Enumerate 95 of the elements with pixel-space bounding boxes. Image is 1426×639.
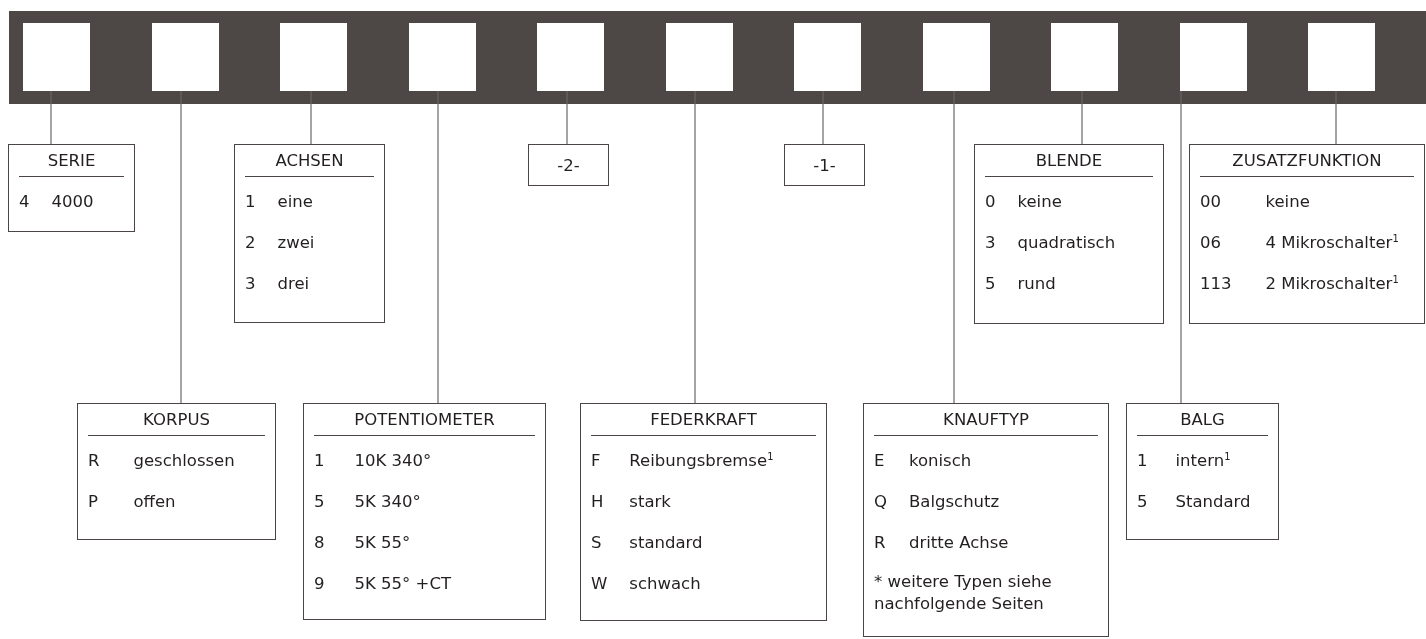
option-code: 5 [1137, 491, 1148, 513]
leader-line [180, 90, 182, 404]
option-code: R [874, 532, 887, 554]
option-code: 5 [985, 273, 996, 295]
option-description: geschlossen [133, 450, 236, 472]
code-label: -2- [556, 155, 581, 175]
option-table [234, 144, 385, 323]
option-description: 10K 340° [354, 450, 433, 472]
option-description: 5K 55° [354, 532, 412, 554]
option-code: 9 [314, 573, 325, 595]
option-code: H [591, 491, 605, 513]
option-code: P [88, 491, 99, 513]
slot-square [23, 23, 90, 91]
option-code: R [88, 450, 100, 472]
option-table [1126, 403, 1279, 540]
option-table [77, 403, 276, 540]
option-code: 2 [245, 232, 256, 254]
option-description: Reibungsbremse$^{1}$ [629, 450, 775, 472]
option-description: rund [1017, 273, 1057, 295]
slot-square [408, 23, 476, 91]
option-table [784, 144, 865, 186]
leader-line [50, 90, 52, 145]
option-code: 1 [1137, 450, 1148, 472]
option-code: 0 [985, 191, 996, 213]
option-description: 4 Mikroschalter$^{1}$ [1265, 232, 1400, 254]
option-code: 113 [1200, 273, 1232, 295]
option-code: F [591, 450, 602, 472]
slot-square [922, 23, 990, 91]
option-code: 1 [245, 191, 256, 213]
option-description: standard [629, 532, 704, 554]
option-code: W [591, 573, 608, 595]
slot-square [537, 23, 604, 91]
table-heading: KNAUFTYP [874, 410, 1098, 436]
option-description: eine [277, 191, 314, 213]
option-code: Q [874, 491, 887, 513]
option-description: dritte Achse [909, 532, 1010, 554]
slot-square [1051, 23, 1118, 91]
option-description: 4000 [51, 191, 95, 213]
leader-line [694, 90, 696, 404]
table-heading: ACHSEN [245, 151, 374, 177]
table-heading: KORPUS [88, 410, 265, 436]
option-table [863, 403, 1109, 637]
option-table [303, 403, 546, 620]
option-description: keine [1017, 191, 1063, 213]
footnote: * weitere Typen siehe nachfolgende Seiten [874, 571, 1053, 615]
slot-square [1179, 23, 1247, 91]
option-description: schwach [629, 573, 702, 595]
table-heading: FEDERKRAFT [591, 410, 816, 436]
leader-line [437, 90, 439, 404]
option-description: Balgschutz [909, 491, 1001, 513]
leader-line [310, 90, 312, 145]
option-table [8, 144, 135, 232]
option-description: 5K 340° [354, 491, 422, 513]
option-table [974, 144, 1164, 324]
table-heading: BALG [1137, 410, 1268, 436]
option-description: drei [277, 273, 311, 295]
table-heading: BLENDE [985, 151, 1153, 177]
leader-line [566, 90, 568, 145]
option-description: 2 Mikroschalter$^{1}$ [1265, 273, 1400, 295]
option-table [580, 403, 827, 621]
leader-line [953, 90, 955, 404]
option-code: S [591, 532, 603, 554]
slot-square [665, 23, 733, 91]
option-code: 1 [314, 450, 325, 472]
option-code: 8 [314, 532, 325, 554]
slot-square [1308, 23, 1375, 91]
slot-square [794, 23, 861, 91]
option-code: 06 [1200, 232, 1222, 254]
code-label: -1- [812, 155, 837, 175]
option-description: quadratisch [1017, 232, 1117, 254]
option-code: 4 [19, 191, 30, 213]
option-description: Standard [1175, 491, 1252, 513]
leader-line [1180, 90, 1182, 404]
option-code: 3 [245, 273, 256, 295]
option-description: 5K 55° +CT [354, 573, 452, 595]
table-heading: SERIE [19, 151, 124, 177]
slot-square [151, 23, 219, 91]
option-description: konisch [909, 450, 973, 472]
option-table [528, 144, 609, 186]
table-heading: POTENTIOMETER [314, 410, 535, 436]
option-description: keine [1265, 191, 1311, 213]
option-code: 5 [314, 491, 325, 513]
option-description: intern$^{1}$ [1175, 450, 1232, 472]
option-code: 3 [985, 232, 996, 254]
option-table [1189, 144, 1425, 324]
table-heading: ZUSATZFUNKTION [1200, 151, 1414, 177]
leader-line [1081, 90, 1083, 145]
option-code: E [874, 450, 886, 472]
slot-square [280, 23, 347, 91]
leader-line [822, 90, 824, 145]
option-code: 00 [1200, 191, 1222, 213]
option-description: zwei [277, 232, 316, 254]
option-description: stark [629, 491, 672, 513]
leader-line [1335, 90, 1337, 145]
option-description: offen [133, 491, 177, 513]
